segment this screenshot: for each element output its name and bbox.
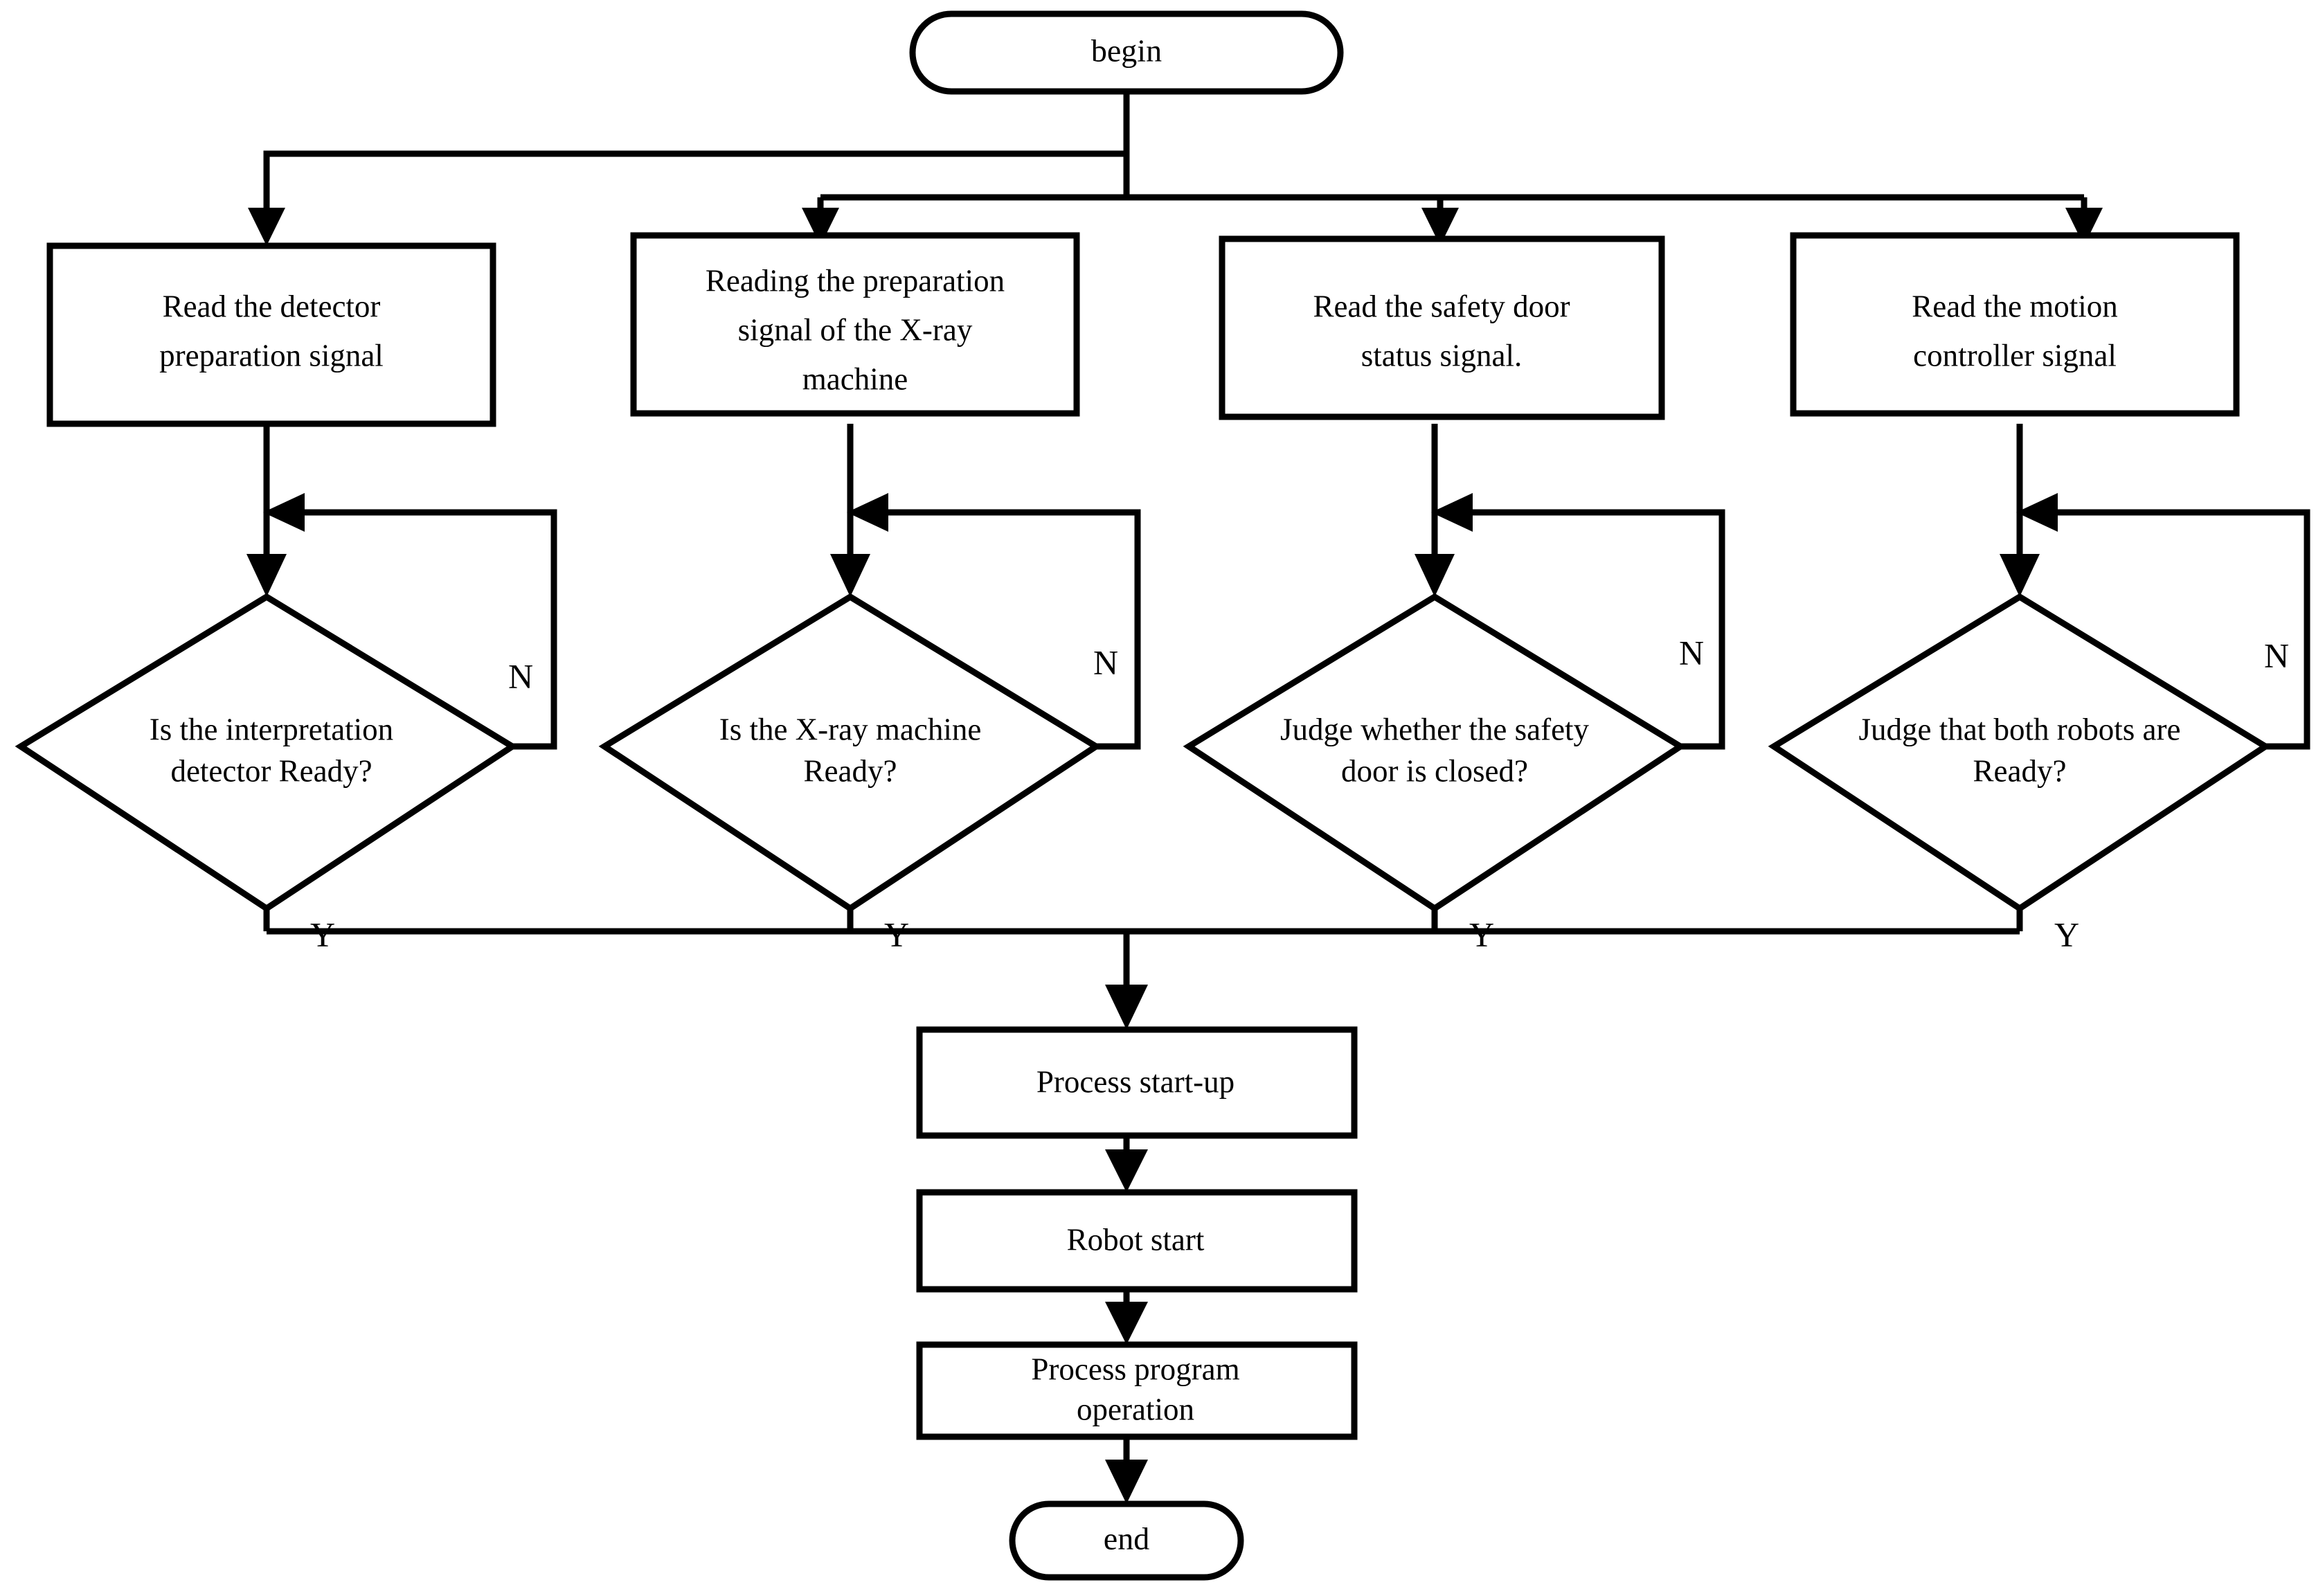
read-detector-label-line2: preparation signal [159, 338, 384, 373]
node-decide-xray[interactable]: Is the X-ray machine Ready? [598, 593, 1102, 913]
decide-safety-door-shape [1183, 593, 1687, 913]
decide-detector-shape [15, 593, 519, 913]
decide-robots-label-line1: Judge that both robots are [1859, 712, 2181, 746]
arrowhead-to-read-safety-door [1421, 208, 1459, 246]
node-read-motion-controller[interactable]: Read the motion controller signal [1790, 232, 2240, 417]
read-safety-door-shape [1219, 235, 1665, 420]
begin-shape [909, 10, 1344, 95]
edge-decide-xray-no-loop [871, 509, 1141, 750]
arrowhead-to-process-startup [1105, 985, 1148, 1030]
connector-layer [246, 90, 2310, 1504]
arrowhead-to-end [1105, 1460, 1148, 1504]
node-robot-start[interactable]: Robot start [916, 1189, 1358, 1293]
arrowhead-no-loop-col3 [1431, 493, 1473, 532]
read-detector-label-line1: Read the detector [163, 289, 381, 323]
begin-label: begin [1091, 33, 1162, 69]
arrowhead-to-read-motion [2065, 208, 2103, 246]
read-motion-controller-shape [1790, 232, 2240, 417]
read-safety-door-label-line2: status signal. [1361, 338, 1523, 373]
arrowhead-to-decide-detector [246, 554, 287, 597]
arrowhead-to-read-detector [248, 208, 285, 246]
decide-robots-shape [1768, 593, 2272, 913]
arrowhead-no-loop-col4 [2016, 493, 2058, 532]
read-xray-label-line1: Reading the preparation [706, 263, 1005, 298]
branch-label-no-col1: N [508, 656, 533, 695]
robot-start-shape [916, 1189, 1358, 1293]
process-program-operation-shape [916, 1341, 1358, 1440]
node-process-program-operation[interactable]: Process program operation [916, 1341, 1358, 1440]
node-read-xray[interactable]: Reading the preparation signal of the X-… [630, 232, 1080, 417]
node-read-detector[interactable]: Read the detector preparation signal [46, 242, 496, 427]
decide-xray-label-line2: Ready? [804, 753, 897, 788]
arrowhead-to-decide-robots [2000, 554, 2040, 597]
read-xray-shape [630, 232, 1080, 417]
decide-xray-label-line1: Is the X-ray machine [719, 712, 982, 746]
node-read-safety-door[interactable]: Read the safety door status signal. [1219, 235, 1665, 420]
arrowhead-to-read-xray [802, 208, 839, 246]
process-startup-shape [916, 1026, 1358, 1139]
branch-label-yes-col4: Y [2054, 915, 2079, 953]
arrowhead-to-decide-safety-door [1415, 554, 1455, 597]
end-label: end [1104, 1521, 1149, 1557]
node-end[interactable]: end [1009, 1500, 1244, 1581]
decide-xray-shape [598, 593, 1102, 913]
branch-label-no-col2: N [1093, 643, 1118, 681]
decide-safety-door-label-line2: door is closed? [1341, 753, 1528, 788]
read-detector-shape [46, 242, 496, 427]
branch-label-no-col4: N [2264, 636, 2289, 674]
robot-start-label: Robot start [1067, 1222, 1205, 1257]
node-process-startup[interactable]: Process start-up [916, 1026, 1358, 1139]
process-startup-label: Process start-up [1036, 1064, 1235, 1099]
read-motion-controller-label-line1: Read the motion [1912, 289, 2117, 323]
arrowhead-to-process-program [1105, 1302, 1148, 1345]
read-motion-controller-label-line2: controller signal [1913, 338, 2117, 373]
branch-label-yes-col2: Y [884, 915, 909, 953]
arrowhead-no-loop-col1 [263, 493, 305, 532]
decide-safety-door-label-line1: Judge whether the safety [1280, 712, 1590, 746]
node-decide-safety-door[interactable]: Judge whether the safety door is closed? [1183, 593, 1687, 913]
process-program-label-line1: Process program [1031, 1352, 1239, 1386]
edge-decide-robots-no-loop [2040, 509, 2310, 750]
read-safety-door-label-line1: Read the safety door [1313, 289, 1570, 323]
read-xray-label-line3: machine [802, 361, 908, 396]
branch-label-no-col3: N [1679, 633, 1704, 672]
node-begin[interactable]: begin [909, 10, 1344, 95]
edge-decide-safety-no-loop [1455, 509, 1725, 750]
arrowhead-no-loop-col2 [847, 493, 888, 532]
process-program-label-line2: operation [1077, 1392, 1194, 1426]
node-decide-robots[interactable]: Judge that both robots are Ready? [1768, 593, 2272, 913]
edge-begin-to-col1 [263, 150, 1126, 220]
node-decide-detector[interactable]: Is the interpretation detector Ready? [15, 593, 519, 913]
branch-label-yes-col1: Y [310, 915, 335, 953]
decide-detector-label-line2: detector Ready? [170, 753, 372, 788]
end-shape [1009, 1500, 1244, 1581]
arrowhead-to-decide-xray [830, 554, 870, 597]
branch-label-yes-col3: Y [1469, 915, 1494, 953]
read-xray-label-line2: signal of the X-ray [738, 312, 973, 347]
arrowhead-to-robot-start [1105, 1149, 1148, 1192]
edge-decide-detector-no-loop [287, 509, 557, 750]
decide-detector-label-line1: Is the interpretation [150, 712, 393, 746]
decide-robots-label-line2: Ready? [1973, 753, 2067, 788]
